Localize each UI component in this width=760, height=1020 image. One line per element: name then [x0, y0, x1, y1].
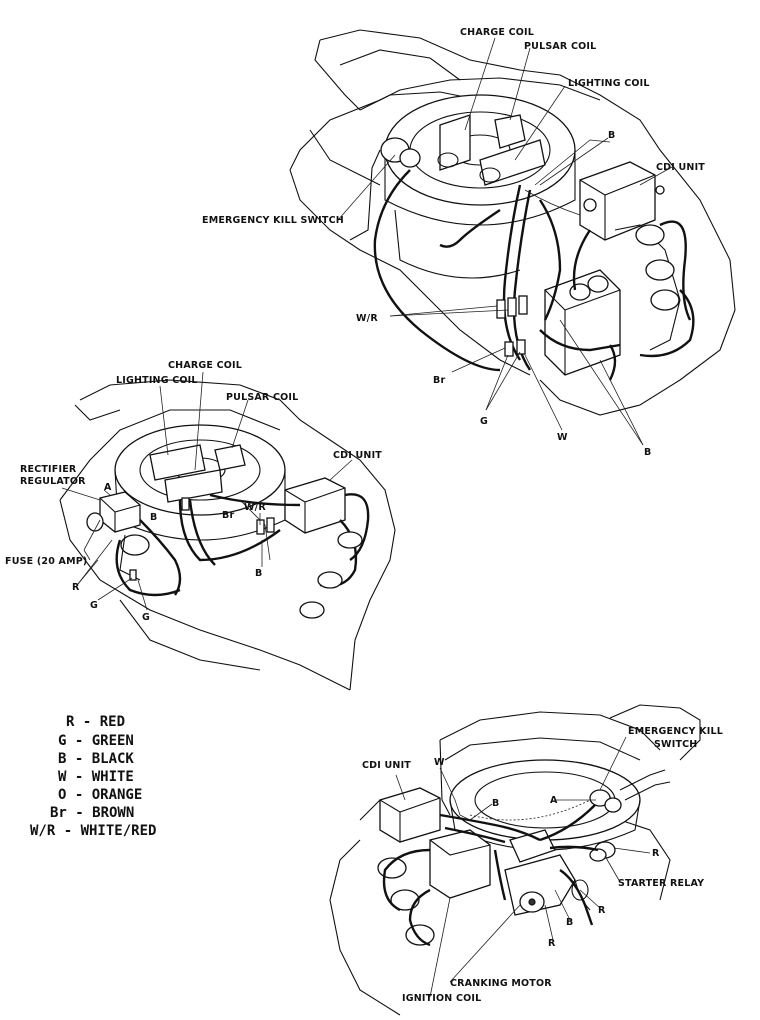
- label-switch: SWITCH: [654, 739, 697, 750]
- lighting-coil: [479, 139, 546, 186]
- label-pulsar-coil: PULSAR COIL: [524, 41, 596, 52]
- charge-coil: [439, 114, 471, 171]
- label-lighting-coil: LIGHTING COIL: [568, 78, 650, 89]
- label-cranking-motor: CRANKING MOTOR: [450, 978, 552, 989]
- label-rectifier: RECTIFIER: [20, 464, 77, 475]
- label-r-low: R: [548, 938, 556, 949]
- label-a-bottom: A: [550, 795, 558, 806]
- label-starter-relay: STARTER RELAY: [618, 878, 704, 889]
- label-b-right-mid: B: [255, 568, 262, 579]
- label-charge-coil-mid: CHARGE COIL: [168, 360, 242, 371]
- label-b-left-mid: B: [150, 512, 157, 523]
- label-g-left-mid: G: [90, 600, 98, 611]
- pulsar-coil-mid: [214, 444, 246, 471]
- emergency-kill-switch-part: [349, 137, 421, 241]
- label-r-mid: R: [72, 582, 80, 593]
- label-cdi-unit-mid: CDI UNIT: [333, 450, 382, 461]
- cdi-unit-bottom: [379, 787, 441, 843]
- color-legend: R - RED G - GREEN B - BLACK W - WHITE O …: [30, 714, 156, 839]
- legend-item: O - ORANGE: [58, 787, 142, 803]
- label-lighting-coil-mid: LIGHTING COIL: [116, 375, 198, 386]
- label-w: W: [557, 432, 568, 443]
- label-r-top-bottom: R: [652, 848, 660, 859]
- label-b-bottom: B: [644, 447, 651, 458]
- label-w-bottom: W: [434, 757, 445, 768]
- label-b-low: B: [566, 917, 573, 928]
- label-g: G: [480, 416, 488, 427]
- label-br: Br: [433, 375, 445, 386]
- engine-diagram-top: CHARGE COIL PULSAR COIL LIGHTING COIL B …: [202, 27, 736, 458]
- cdi-unit-mid: [284, 477, 346, 534]
- label-b-bottom3: B: [492, 798, 499, 809]
- charge-coil-mid: [164, 469, 223, 503]
- label-cdi-unit: CDI UNIT: [656, 162, 705, 173]
- label-r-mid-bottom: R: [598, 905, 606, 916]
- cdi-unit-top: [579, 161, 665, 241]
- label-emergency-kill: EMERGENCY KILL: [628, 726, 723, 737]
- label-pulsar-coil-mid: PULSAR COIL: [226, 392, 298, 403]
- legend-item: Br - BROWN: [50, 805, 134, 821]
- legend-item: W/R - WHITE/RED: [30, 823, 156, 839]
- label-cdi-unit-bottom: CDI UNIT: [362, 760, 411, 771]
- legend-item: W - WHITE: [58, 769, 134, 785]
- lighting-coil-mid: [149, 444, 206, 481]
- engine-diagram-middle: CHARGE COIL LIGHTING COIL PULSAR COIL CD…: [5, 360, 396, 691]
- label-emergency-kill-switch: EMERGENCY KILL SWITCH: [202, 215, 344, 226]
- label-b-top: B: [608, 130, 615, 141]
- label-br-mid: Br: [222, 510, 234, 521]
- pulsar-coil: [494, 114, 526, 149]
- legend-item: R - RED: [66, 714, 125, 730]
- label-regulator: REGULATOR: [20, 476, 86, 487]
- label-wr: W/R: [356, 313, 378, 324]
- label-ignition-coil: IGNITION COIL: [402, 993, 481, 1004]
- label-fuse: FUSE (20 AMP): [5, 556, 87, 567]
- engine-diagram-bottom: CDI UNIT W B A EMERGENCY KILL SWITCH R S…: [329, 704, 723, 1016]
- legend-item: B - BLACK: [58, 751, 134, 767]
- label-g-right-mid: G: [142, 612, 150, 623]
- label-charge-coil: CHARGE COIL: [460, 27, 534, 38]
- legend-item: G - GREEN: [58, 733, 134, 749]
- label-a-mid: A: [104, 482, 112, 493]
- label-wr-mid: W/R: [244, 502, 266, 513]
- cranking-motor-part: [504, 829, 576, 916]
